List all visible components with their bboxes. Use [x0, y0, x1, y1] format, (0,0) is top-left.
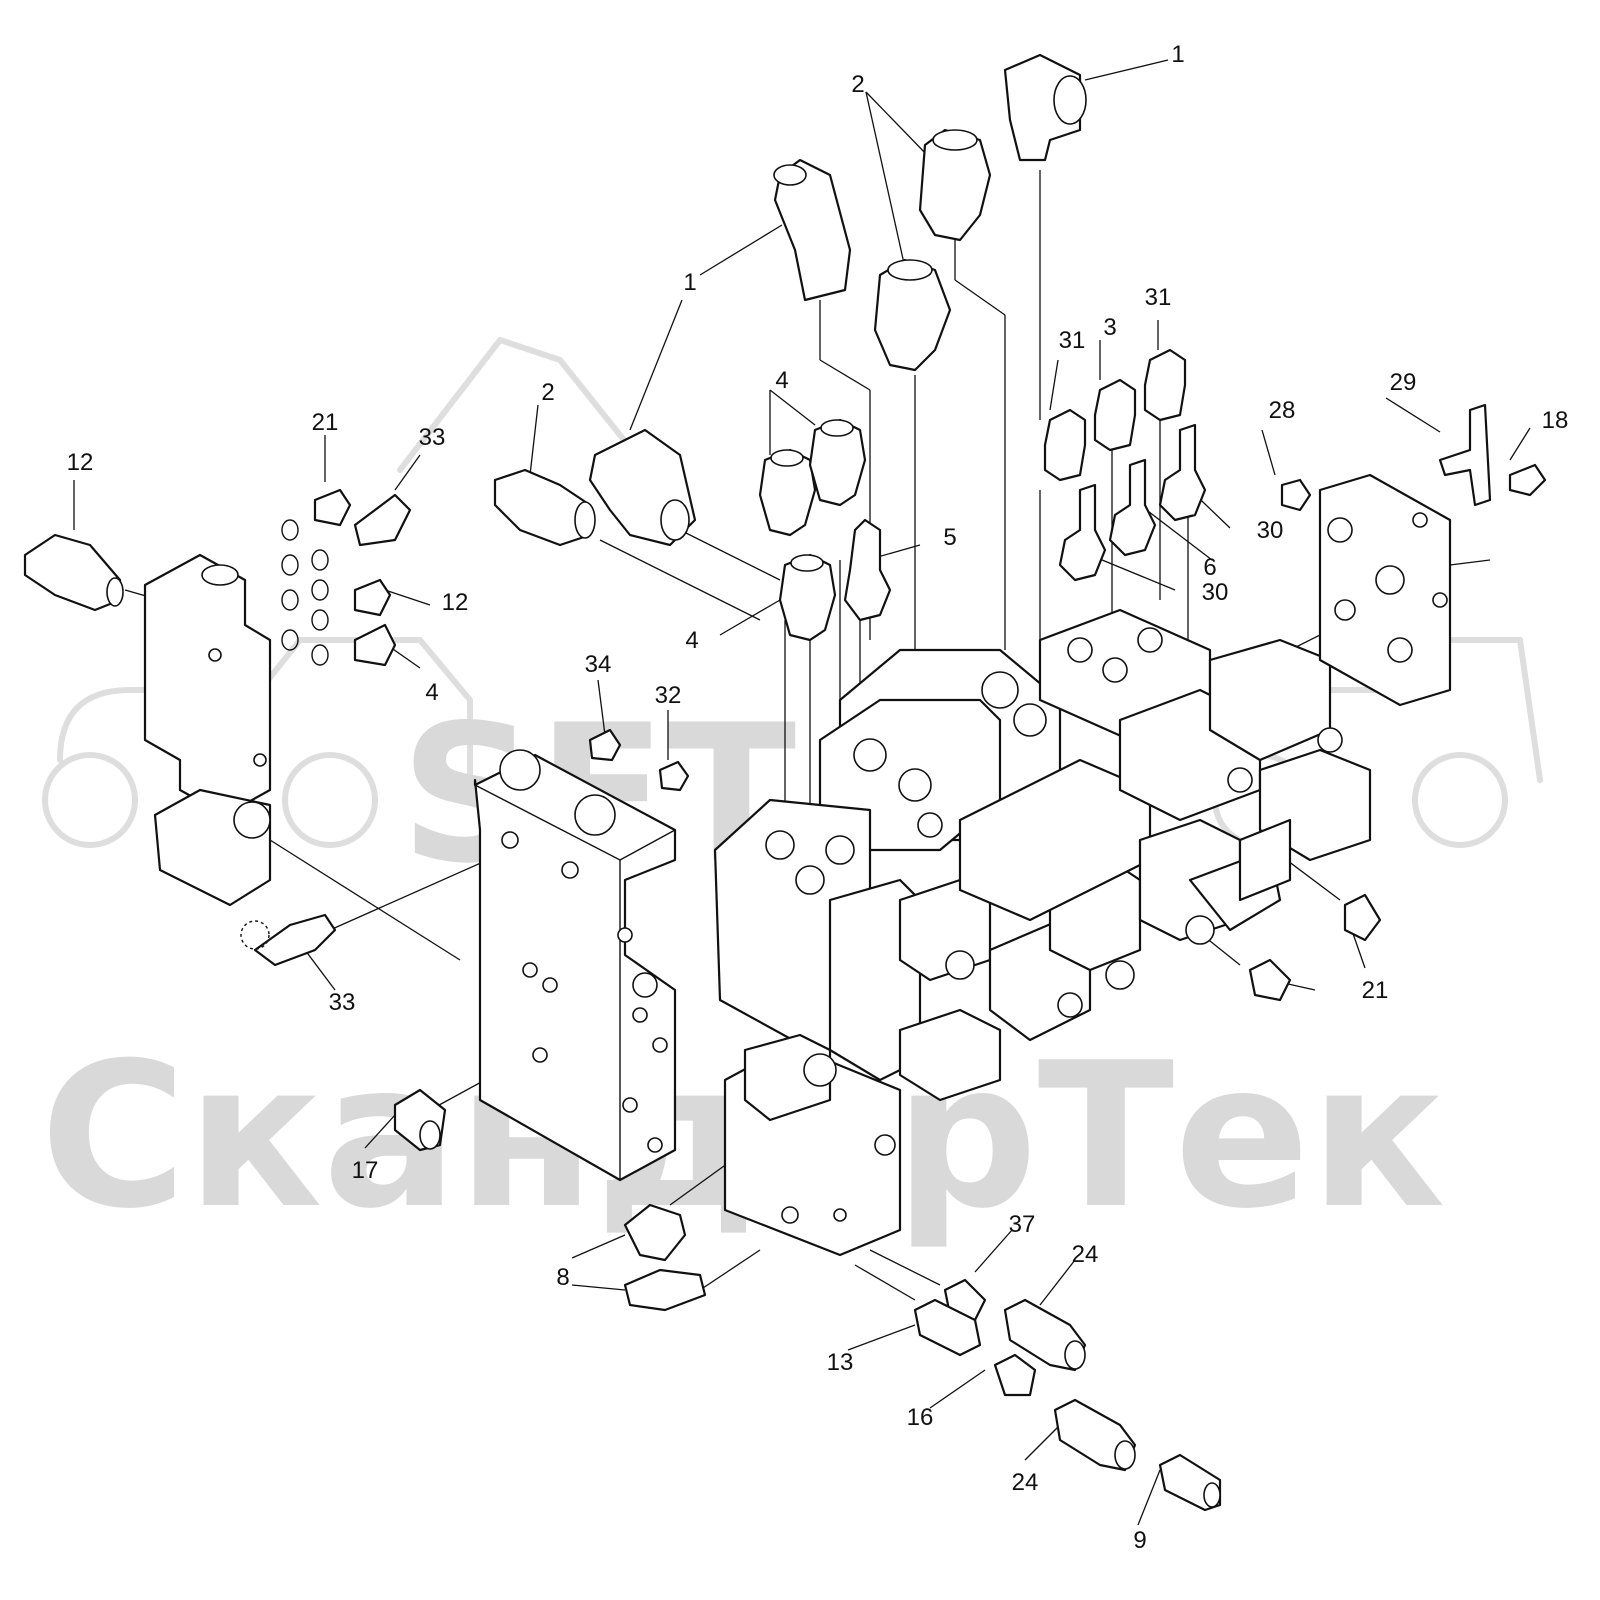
manifold-block-left: [473, 749, 677, 1182]
check-valve-9: [1158, 1453, 1222, 1512]
solenoid-coil-8: [1208, 638, 1332, 762]
adapter-4-left: [353, 623, 397, 667]
watermark-wheel-left: [42, 752, 138, 848]
callout-2: 2: [851, 71, 864, 98]
watermark-boom: [397, 337, 643, 473]
adapter-4-c: [778, 553, 837, 642]
adapter-12-left: [23, 533, 124, 612]
bracket-upper: [143, 553, 272, 817]
watermark-wheel-right-2: [1412, 752, 1508, 848]
test-port-33-bottom: [240, 913, 337, 967]
adapter-4-a: [758, 448, 817, 537]
callout-13: 13: [827, 1349, 854, 1376]
stud-fitting-3: [1093, 378, 1137, 452]
callout-29: 29: [1390, 369, 1417, 396]
adapter-21-right-a: [1343, 893, 1382, 942]
elbow-8-b: [623, 1268, 707, 1312]
callout-30: 30: [1257, 517, 1284, 544]
callout-5: 5: [943, 524, 956, 551]
callout-16: 16: [907, 1404, 934, 1431]
callout-1: 1: [683, 269, 696, 296]
stud-fitting-5: [843, 518, 892, 622]
elbow-8-a: [623, 1203, 687, 1262]
callout-33: 33: [329, 989, 356, 1016]
elbow-17: [393, 1088, 447, 1152]
callout-32: 32: [655, 682, 682, 709]
callout-21: 21: [312, 409, 339, 436]
callout-6: 6: [1203, 554, 1216, 581]
stud-fitting-6: [1108, 458, 1157, 557]
adapter-16: [993, 1353, 1037, 1397]
valve-body-10: [1238, 818, 1292, 902]
stud-fitting-30-b: [1158, 423, 1207, 522]
adapter-4-b: [808, 418, 867, 507]
valve-bank-assembly: [713, 608, 1372, 1102]
end-plate-right: [1318, 473, 1452, 707]
valve-cartridge-top: [743, 1033, 832, 1122]
stud-fitting-31-b: [1143, 348, 1187, 422]
callout-33: 33: [419, 424, 446, 451]
union-24-bottom: [1053, 1398, 1137, 1472]
callout-4: 4: [685, 627, 698, 654]
callout-9: 9: [1133, 1527, 1146, 1554]
elbow-fitting-1-top: [1003, 53, 1087, 162]
callout-4: 4: [775, 367, 788, 394]
callout-18: 18: [1542, 407, 1569, 434]
plug-28: [1280, 478, 1312, 512]
elbow-fitting-1-mid: [773, 158, 852, 302]
callout-labels: 1122344456891212131617182121242428293030…: [67, 41, 1569, 1554]
plug-21-left: [313, 488, 352, 527]
watermark-wheel-left-2: [282, 752, 378, 848]
callout-12: 12: [67, 449, 94, 476]
callout-1: 1: [1171, 41, 1184, 68]
adapter-2-top: [918, 128, 992, 242]
fittings: [23, 53, 1547, 1512]
callout-12: 12: [442, 589, 469, 616]
callout-31: 31: [1145, 284, 1172, 311]
adapter-2-left: [493, 468, 596, 547]
callout-31: 31: [1059, 327, 1086, 354]
callout-21: 21: [1362, 977, 1389, 1004]
callout-28: 28: [1269, 397, 1296, 424]
adapter-21-right-b: [1248, 958, 1292, 1002]
adapter-18: [1508, 463, 1547, 497]
stud-fitting-31-a: [1043, 408, 1087, 482]
callout-2: 2: [541, 379, 554, 406]
bracket-block-left: [143, 553, 272, 907]
callout-30: 30: [1202, 579, 1229, 606]
callout-3: 3: [1103, 314, 1116, 341]
callout-24: 24: [1072, 1241, 1099, 1268]
adapter-13: [913, 1298, 982, 1357]
plug-34: [588, 728, 622, 762]
o-rings: [281, 519, 329, 666]
callout-34: 34: [585, 651, 612, 678]
callout-8: 8: [556, 1264, 569, 1291]
stud-fitting-30-a: [1058, 483, 1107, 582]
callout-17: 17: [352, 1157, 379, 1184]
callout-4: 4: [425, 679, 438, 706]
union-24-top: [1003, 1298, 1087, 1372]
plug-32: [658, 760, 690, 792]
tee-fitting-29: [1438, 403, 1492, 507]
elbow-fitting-1-left: [588, 428, 697, 547]
adapter-12-small: [353, 578, 392, 617]
callout-37: 37: [1009, 1211, 1036, 1238]
solenoid-coil-2: [898, 1008, 1002, 1102]
adapter-2-mid: [873, 258, 952, 372]
callout-24: 24: [1012, 1469, 1039, 1496]
test-port-33-top: [353, 493, 412, 547]
valve-block-bottom: [723, 1033, 902, 1257]
